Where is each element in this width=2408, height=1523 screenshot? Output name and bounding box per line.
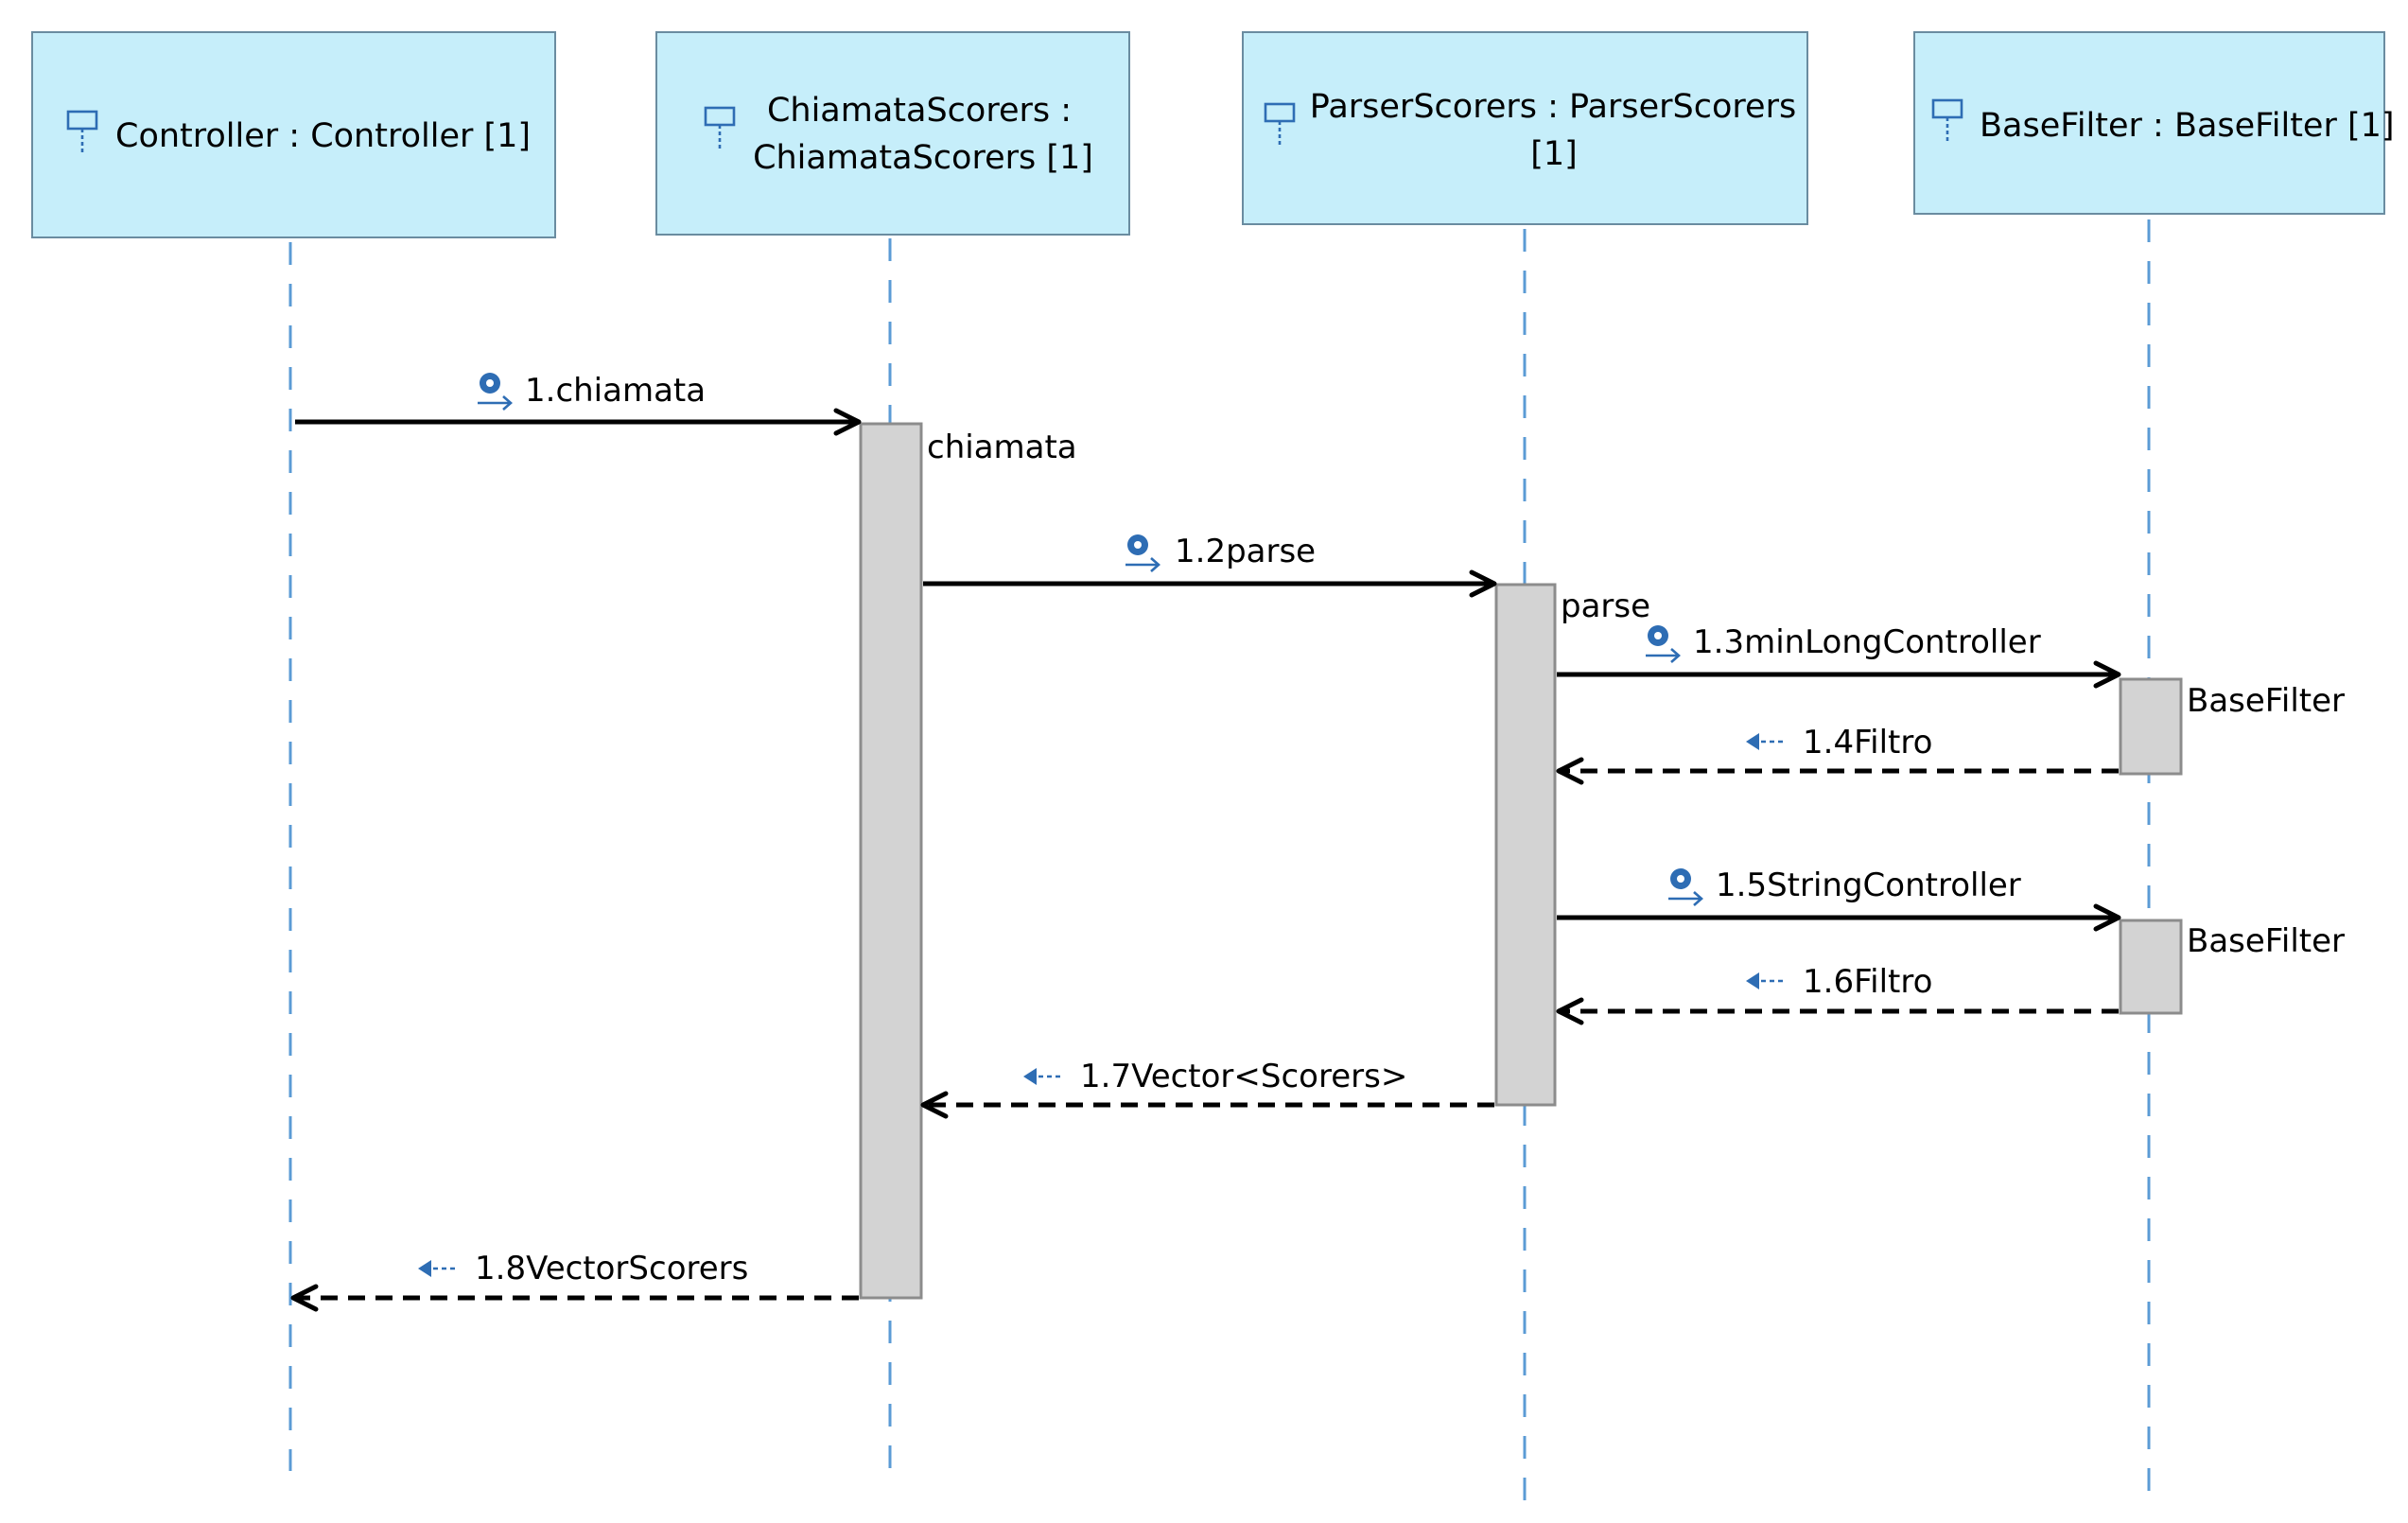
lifeline-basefilter[interactable]: BaseFilter : BaseFilter [1] bbox=[1913, 31, 2395, 215]
arrowhead-open bbox=[920, 1091, 949, 1119]
activation-label-chiamata: chiamata bbox=[927, 429, 1077, 466]
message-1-4-filtro[interactable]: 1.4Filtro bbox=[1556, 724, 2119, 785]
activation-basefilter-2[interactable] bbox=[2119, 919, 2183, 1015]
message-label: 1.5StringController bbox=[1716, 867, 2021, 904]
lifeline-head-label-line2: [1] bbox=[1530, 135, 1578, 173]
return-message-icon bbox=[1746, 733, 1784, 750]
lifeline-icon bbox=[66, 110, 98, 153]
lifeline-head-box[interactable] bbox=[1242, 31, 1808, 225]
lifeline-parserscorers[interactable]: ParserScorers : ParserScorers [1] bbox=[1242, 31, 1808, 225]
lifeline-icon bbox=[1931, 98, 1963, 142]
message-1-6-filtro[interactable]: 1.6Filtro bbox=[1556, 963, 2119, 1025]
lifeline-head-box[interactable] bbox=[31, 31, 556, 238]
message-label: 1.4Filtro bbox=[1803, 724, 1932, 762]
message-1-chiamata[interactable]: 1.chiamata bbox=[295, 372, 862, 436]
return-message-icon bbox=[1746, 972, 1784, 989]
lifeline-icon bbox=[1264, 102, 1296, 146]
message-label: 1.7Vector<Scorers> bbox=[1080, 1058, 1407, 1095]
arrowhead-open bbox=[2093, 660, 2121, 689]
message-1-8-vectorscorers[interactable]: 1.8VectorScorers bbox=[290, 1250, 859, 1312]
lifeline-head-box[interactable] bbox=[655, 31, 1130, 236]
message-label: 1.2parse bbox=[1175, 533, 1316, 570]
message-label: 1.6Filtro bbox=[1803, 963, 1932, 1001]
message-1-2-parse[interactable]: 1.2parse bbox=[923, 533, 1497, 598]
lifeline-head-label-line1: ParserScorers : ParserScorers bbox=[1310, 88, 1796, 126]
message-1-7-vector-scorers[interactable]: 1.7Vector<Scorers> bbox=[920, 1058, 1494, 1119]
operation-call-icon bbox=[1125, 534, 1160, 572]
lifeline-icon bbox=[704, 106, 736, 149]
operation-call-icon bbox=[478, 373, 513, 411]
activation-label-basefilter-1: BaseFilter bbox=[2187, 682, 2345, 720]
lifeline-head-label-line1: ChiamataScorers : bbox=[767, 92, 1072, 130]
arrowhead-open bbox=[1556, 757, 1584, 785]
message-label: 1.8VectorScorers bbox=[475, 1250, 748, 1287]
activation-label-basefilter-2: BaseFilter bbox=[2187, 922, 2345, 960]
message-1-3-minlongcontroller[interactable]: 1.3minLongController bbox=[1557, 623, 2121, 689]
arrowhead-open bbox=[1556, 997, 1584, 1025]
activation-chiamata[interactable] bbox=[859, 422, 923, 1300]
lifeline-head-label: Controller : Controller [1] bbox=[115, 117, 531, 155]
operation-call-icon bbox=[1668, 868, 1703, 906]
lifeline-chiamatascorers[interactable]: ChiamataScorers : ChiamataScorers [1] bbox=[655, 31, 1130, 236]
operation-call-icon bbox=[1646, 625, 1681, 663]
arrowhead-open bbox=[2093, 903, 2121, 932]
activation-label-parse: parse bbox=[1561, 587, 1650, 625]
activation-basefilter-1[interactable] bbox=[2119, 677, 2183, 776]
return-message-icon bbox=[418, 1260, 456, 1277]
lifeline-head-label: BaseFilter : BaseFilter [1] bbox=[1980, 107, 2395, 145]
message-1-5-stringcontroller[interactable]: 1.5StringController bbox=[1557, 867, 2121, 932]
lifeline-controller[interactable]: Controller : Controller [1] bbox=[31, 31, 556, 238]
lifeline-head-box[interactable] bbox=[1913, 31, 2385, 215]
arrowhead-open bbox=[1469, 569, 1497, 598]
arrowhead-open bbox=[290, 1284, 319, 1312]
message-label: 1.3minLongController bbox=[1693, 623, 2041, 661]
arrowhead-open bbox=[833, 408, 862, 436]
activation-parse[interactable] bbox=[1494, 583, 1557, 1107]
lifeline-head-label-line2: ChiamataScorers [1] bbox=[753, 139, 1093, 177]
return-message-icon bbox=[1023, 1068, 1061, 1085]
message-label: 1.chiamata bbox=[525, 372, 706, 410]
